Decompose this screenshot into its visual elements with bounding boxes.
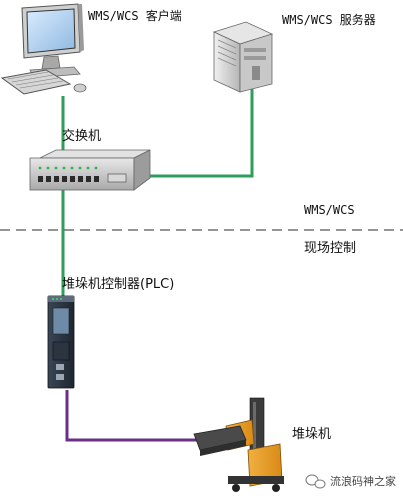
plc-controller-icon	[47, 295, 75, 389]
stacker-crane-icon	[193, 397, 284, 492]
computer-icon	[0, 3, 87, 95]
plc-label: 堆垛机控制器(PLC)	[62, 277, 174, 292]
watermark-text: 流浪码神之家	[330, 474, 396, 488]
server-label: WMS/WCS 服务器	[282, 12, 376, 27]
watermark: 流浪码神之家	[305, 474, 396, 489]
zone-label-lower: 现场控制	[304, 241, 356, 256]
switch-label: 交换机	[62, 128, 101, 144]
link-plc-stacker	[65, 390, 210, 442]
zone-label-upper: WMS/WCS	[304, 203, 355, 217]
server-icon	[212, 21, 274, 93]
ethernet-line	[148, 88, 254, 178]
wechat-icon	[305, 474, 326, 489]
client-label: WMS/WCS 客户端	[88, 8, 182, 23]
network-switch-icon	[29, 149, 151, 191]
link-switch-server	[148, 88, 254, 178]
profibus-line	[65, 390, 210, 442]
stacker-label: 堆垛机	[292, 427, 331, 442]
